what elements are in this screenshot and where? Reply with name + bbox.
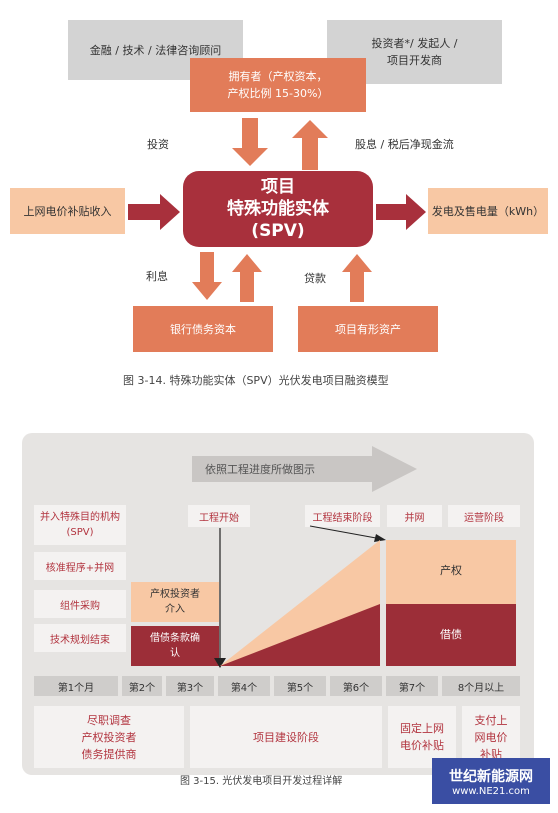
month-3: 第3个	[166, 676, 214, 696]
step-approval: 核准程序+并网	[34, 552, 126, 580]
debt-confirm-box: 借债条款确 认	[131, 626, 219, 666]
advisors-label: 金融 / 技术 / 法律咨询顾问	[89, 43, 222, 57]
debt-triangle	[220, 604, 380, 666]
figure-caption-top: 图 3-14. 特殊功能实体（SPV）光伏发电项目融资模型	[123, 374, 389, 387]
owner-box: 拥有者（产权资本， 产权比例 15-30%）	[190, 58, 366, 112]
spv-line3: (SPV)	[251, 221, 305, 241]
progress-arrow-shape	[192, 446, 417, 492]
stage-operation: 运营阶段	[448, 505, 520, 527]
subsidy-income-box: 上网电价补贴收入	[10, 188, 125, 234]
stage-ending: 工程结束阶段	[305, 505, 380, 527]
watermark-logo: 世纪新能源网 www.NE21.com	[432, 758, 550, 804]
month-1: 第1个月	[34, 676, 118, 696]
step-procurement: 组件采购	[34, 590, 126, 618]
month-7: 第7个	[386, 676, 438, 696]
right-arrow-icon	[128, 194, 180, 230]
month-6: 第6个	[330, 676, 382, 696]
equity-investor-box: 产权投资者 介入	[131, 582, 219, 622]
up-arrow-icon	[292, 120, 328, 170]
investor-sponsor-line2: 项目开发商	[387, 54, 442, 67]
step-spv: 并入特殊目的机构(SPV)	[34, 505, 126, 545]
watermark-name: 世纪新能源网	[449, 768, 533, 785]
owner-line2: 产权比例 15-30%）	[227, 87, 329, 100]
spv-line2: 特殊功能实体	[227, 199, 329, 219]
stage-grid-connection: 并网	[387, 505, 442, 527]
up-arrow-icon-asset	[342, 254, 372, 302]
watermark-url: www.NE21.com	[452, 785, 530, 797]
figure-caption-bottom: 图 3-15. 光伏发电项目开发过程详解	[180, 776, 343, 787]
down-arrow-icon-bank	[192, 252, 222, 300]
bank-debt-box: 银行债务资本	[133, 306, 273, 352]
step-planning-end: 技术规划结束	[34, 624, 126, 652]
tangible-assets-box: 项目有形资产	[298, 306, 438, 352]
power-output-label: 发电及售电量（kWh）	[431, 204, 545, 218]
advisors-box: 金融 / 技术 / 法律咨询顾问	[68, 20, 243, 80]
down-arrow-icon	[232, 118, 268, 166]
dividend-label: 股息 / 税后净现金流	[355, 138, 454, 151]
investor-sponsor-line1: 投资者*/ 发起人 /	[371, 37, 458, 50]
month-8-plus: 8个月以上	[442, 676, 520, 696]
month-5: 第5个	[274, 676, 326, 696]
month-4: 第4个	[218, 676, 270, 696]
debt-block	[386, 604, 516, 666]
interest-label: 利息	[146, 270, 168, 283]
progress-arrow-label: 依照工程进度所做图示	[205, 463, 315, 476]
owner-line1: 拥有者（产权资本，	[228, 70, 328, 83]
fixed-tariff-box: 固定上网 电价补贴	[388, 706, 456, 768]
bank-debt-label: 银行债务资本	[170, 322, 236, 336]
equity-block	[386, 540, 516, 604]
loan-label: 贷款	[304, 272, 326, 285]
pay-tariff-box: 支付上 网电价 补贴	[462, 706, 520, 768]
financing-growth-graphic	[214, 525, 516, 668]
spv-line1: 项目	[261, 177, 295, 197]
month-2: 第2个	[122, 676, 162, 696]
construction-phase-box: 项目建设阶段	[190, 706, 382, 768]
equity-label: 产权	[440, 564, 462, 577]
owner-spv-arrows	[232, 118, 328, 170]
output-arrow	[376, 194, 426, 230]
tangible-assets-label: 项目有形资产	[335, 322, 401, 336]
spv-box: 项目 特殊功能实体 (SPV)	[183, 171, 373, 247]
income-arrow	[128, 194, 180, 230]
subsidy-income-label: 上网电价补贴收入	[23, 204, 112, 218]
right-arrow-icon-output	[376, 194, 426, 230]
debt-label: 借债	[440, 628, 462, 641]
power-output-box: 发电及售电量（kWh）	[428, 188, 548, 234]
asset-arrow	[342, 254, 372, 302]
spv-bank-arrows	[192, 252, 262, 302]
stage-start: 工程开始	[188, 505, 250, 527]
up-arrow-icon-bank	[232, 254, 262, 302]
due-diligence-box: 尽职调查 产权投资者 债务提供商	[34, 706, 184, 768]
invest-label: 投资	[147, 138, 169, 151]
